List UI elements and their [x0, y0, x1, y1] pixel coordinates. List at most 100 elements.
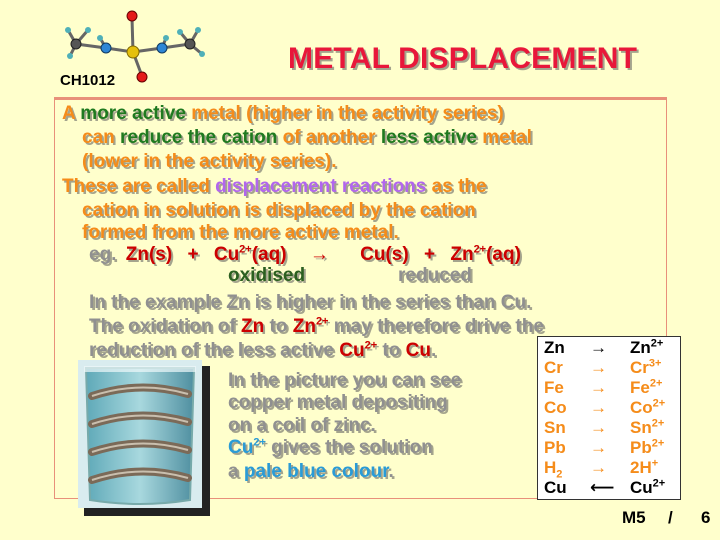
text-segment: A	[62, 103, 81, 124]
series-metal: Sn	[544, 418, 566, 437]
label-oxidised: oxidised	[228, 265, 306, 286]
highlight-pale-blue: pale blue colour	[243, 461, 389, 482]
ion-charge: 2+	[364, 339, 378, 352]
series-arrow: →	[590, 458, 607, 477]
text-segment: reduction of the less active	[89, 340, 340, 361]
page-number: 6	[701, 508, 711, 527]
highlight-less-active: less active	[380, 127, 477, 148]
text-segment: may therefore drive the	[328, 316, 544, 337]
series-ion: Fe2+	[630, 377, 663, 397]
highlight-cu-ion: Cu	[339, 340, 365, 361]
text-segment: .	[388, 461, 394, 482]
product-zn-ion: Zn2+(aq)	[450, 244, 521, 265]
series-row: Pb → Pb2+	[544, 438, 678, 457]
series-metal: Zn	[544, 338, 565, 357]
paragraph-1-line-1: A more active metal (higher in the activ…	[62, 103, 504, 125]
text-segment: as the	[426, 176, 487, 197]
series-row: Cu ⟵ Cu2+	[544, 478, 678, 497]
picture-text-line-4: Cu2+ gives the solution	[228, 437, 433, 459]
ion-state: (aq)	[486, 244, 521, 265]
label-reduced: reduced	[398, 265, 472, 286]
text-segment: gives the solution	[265, 437, 433, 458]
series-arrow: →	[590, 378, 607, 397]
ion-charge: 2+	[253, 436, 266, 449]
product-cu: Cu(s)	[360, 244, 409, 265]
example-equation: eg. Zn(s) + Cu2+(aq) → Cu(s) + Zn2+(aq)	[89, 244, 521, 266]
series-ion: Cr3+	[630, 357, 662, 377]
ion-charge: 2+	[315, 315, 329, 328]
text-segment: of another	[277, 127, 381, 148]
content-panel	[54, 97, 667, 499]
series-ion: Co2+	[630, 397, 666, 417]
ion-symbol: Zn	[450, 244, 474, 265]
reactant-cu-ion: Cu2+(aq)	[214, 244, 287, 265]
text-segment: a	[228, 461, 244, 482]
series-arrow: →	[590, 398, 607, 417]
highlight-reduce: reduce the cation	[120, 127, 278, 148]
series-row: Sn → Sn2+	[544, 418, 678, 437]
paragraph-1-line-2: can reduce the cation of another less ac…	[82, 127, 532, 149]
text-segment: metal	[476, 127, 532, 148]
series-row: Cr → Cr3+	[544, 358, 678, 377]
page-title: METAL DISPLACEMENT	[288, 42, 638, 75]
course-code: CH1012	[60, 72, 116, 89]
series-metal: Cu	[544, 478, 567, 497]
highlight-cu-ion: Cu	[228, 437, 254, 458]
series-row: Co → Co2+	[544, 398, 678, 417]
reaction-arrow: →	[309, 244, 329, 265]
ion-charge: 2+	[239, 243, 252, 256]
text-segment: The oxidation of	[89, 316, 241, 337]
series-metal: Cr	[544, 358, 563, 377]
highlight-displacement: displacement reactions	[215, 176, 427, 197]
highlight-zn: Zn	[241, 316, 265, 337]
series-row: H2 → 2H+	[544, 457, 678, 481]
module-label: M5	[622, 508, 646, 527]
series-arrow: →	[590, 438, 607, 457]
series-ion: 2H+	[630, 457, 659, 477]
text-segment: These are called	[62, 176, 216, 197]
series-row: Fe → Fe2+	[544, 378, 678, 397]
text-segment: metal (higher in the activity series)	[185, 103, 504, 124]
plus-sign: +	[423, 244, 436, 265]
series-arrow: →	[590, 338, 607, 357]
picture-text-line-5: a pale blue colour.	[228, 461, 394, 483]
highlight-more-active: more active	[80, 103, 186, 124]
series-arrow: →	[590, 418, 607, 437]
series-ion: Pb2+	[630, 437, 665, 457]
ion-charge: 2+	[473, 243, 487, 256]
text-segment: can	[82, 127, 121, 148]
series-ion: Sn2+	[630, 417, 665, 437]
eg-prefix: eg.	[89, 244, 117, 265]
paragraph-1-line-3: (lower in the activity series).	[82, 151, 337, 172]
series-ion: Cu2+	[630, 477, 666, 497]
plus-sign: +	[187, 244, 199, 265]
text-segment: to	[264, 316, 293, 337]
series-metal: Pb	[544, 438, 566, 457]
ion-state: (aq)	[251, 244, 287, 265]
series-metal: Fe	[544, 378, 564, 397]
paragraph-3-line-1: In the example Zn is higher in the serie…	[89, 292, 532, 313]
series-arrow: →	[590, 358, 607, 377]
highlight-zn-ion: Zn	[292, 316, 316, 337]
text-segment: .	[430, 340, 437, 361]
picture-text-line-3: on a coil of zinc.	[228, 415, 376, 436]
ion-symbol: Cu	[213, 244, 240, 265]
paragraph-2-line-1: These are called displacement reactions …	[62, 176, 487, 198]
picture-text-line-1: In the picture you can see	[228, 370, 462, 391]
paragraph-3-line-2: The oxidation of Zn to Zn2+ may therefor…	[89, 316, 544, 338]
molecule-model-icon	[65, 10, 205, 83]
paragraph-2-line-2: cation in solution is displaced by the c…	[82, 200, 476, 221]
footer-separator: /	[668, 508, 673, 527]
series-row: Zn → Zn2+	[544, 338, 678, 357]
paragraph-3-line-3: reduction of the less active Cu2+ to Cu.	[89, 340, 436, 362]
series-metal: H2	[544, 458, 563, 481]
beaker-photo	[78, 360, 210, 516]
series-arrow: ⟵	[590, 478, 615, 497]
picture-text-line-2: copper metal depositing	[228, 392, 448, 413]
highlight-cu: Cu	[405, 340, 431, 361]
activity-series-table: Zn→Zn2+Cr→Cr3+Fe→Fe2+Co→Co2+Sn→Sn2+Pb→Pb…	[537, 336, 681, 500]
text-segment: to	[377, 340, 406, 361]
series-ion: Zn2+	[630, 337, 664, 357]
reactant-zn: Zn(s)	[125, 244, 173, 265]
series-metal: Co	[544, 398, 567, 417]
